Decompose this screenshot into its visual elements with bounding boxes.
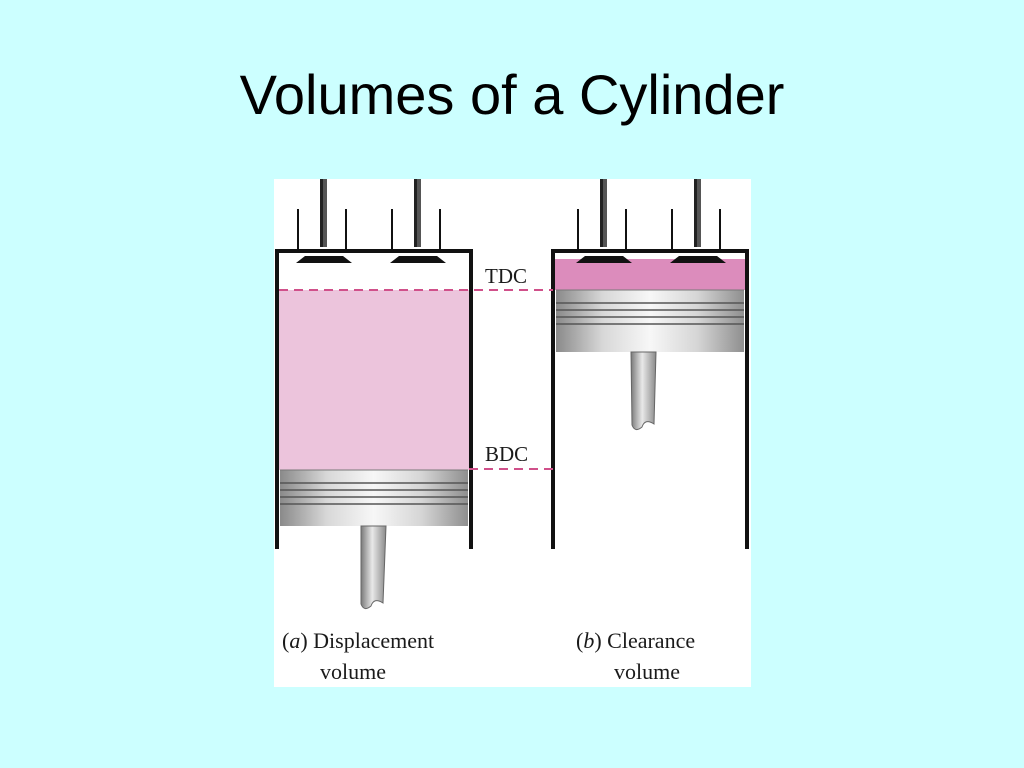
piston-a <box>280 469 468 526</box>
caption-a-line1: (a) Displacement <box>282 628 434 653</box>
valve-left-b <box>576 179 632 263</box>
displacement-volume-region <box>279 290 469 470</box>
valve-right-b <box>670 179 726 263</box>
caption-a-title: Displacement <box>313 628 434 653</box>
cylinder-volumes-figure: TDC BDC (a) Displacement volume (b) Clea… <box>274 179 751 687</box>
caption-a-line2: volume <box>320 659 386 684</box>
valve-right-a <box>390 179 446 263</box>
panel-b-clearance <box>551 179 749 549</box>
caption-b-letter: b <box>583 628 594 653</box>
tdc-label: TDC <box>485 264 527 288</box>
valve-left-a <box>296 179 352 263</box>
piston-b <box>556 289 744 352</box>
caption-b-line2: volume <box>614 659 680 684</box>
clearance-volume-region <box>555 259 745 290</box>
cylinder-wall-a <box>275 249 473 549</box>
caption-b-line1: (b) Clearance <box>576 628 695 653</box>
connecting-rod-b <box>630 351 657 431</box>
caption-b-title: Clearance <box>607 628 695 653</box>
bdc-label: BDC <box>485 442 528 466</box>
caption-a-letter: a <box>289 628 300 653</box>
cylinder-wall-b <box>551 249 749 549</box>
valve-guides-b <box>577 209 721 249</box>
connecting-rod-a <box>360 525 387 610</box>
panel-a-displacement <box>275 179 473 610</box>
slide-title: Volumes of a Cylinder <box>239 63 785 126</box>
valve-guides-a <box>297 209 441 249</box>
